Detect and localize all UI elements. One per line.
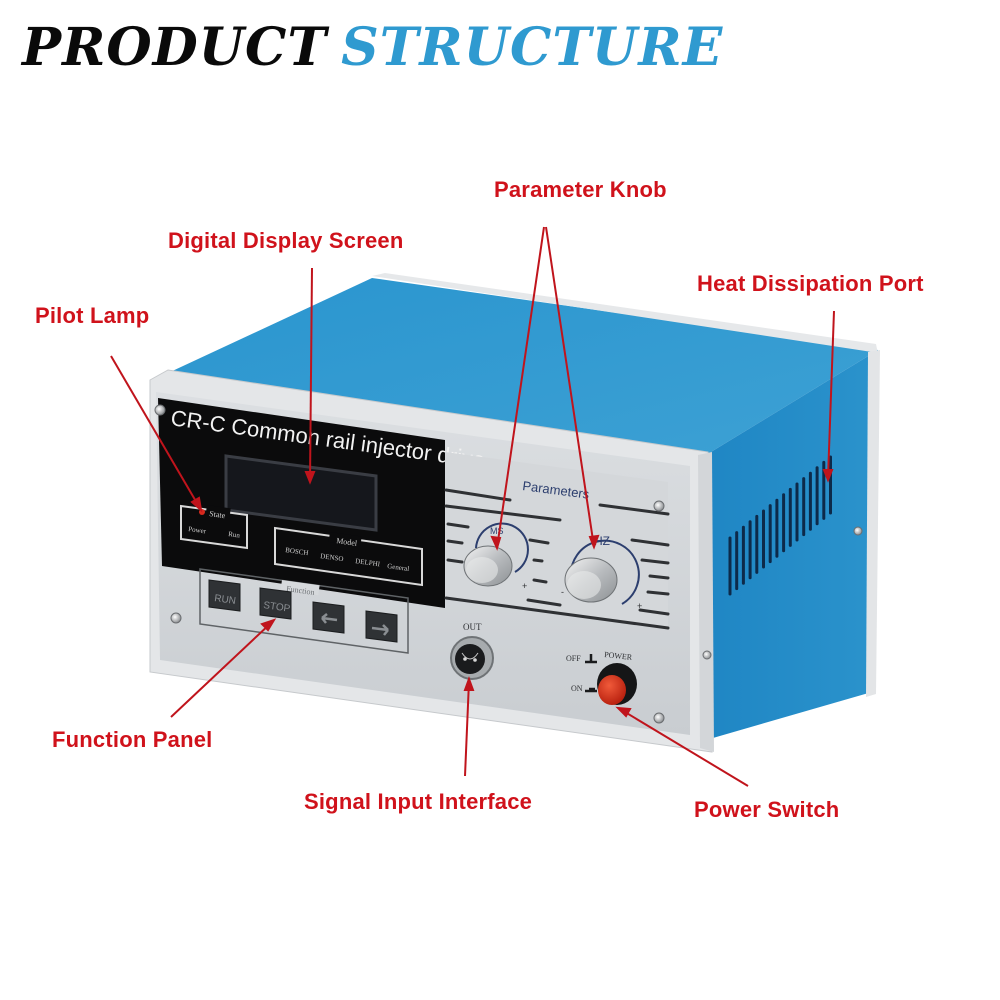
power-off-label: OFF (566, 654, 581, 663)
leader-signal-input (464, 680, 470, 777)
state-indicator-power: Power (188, 525, 207, 536)
power-switch-button[interactable] (597, 663, 637, 705)
screw-icon (853, 526, 863, 536)
signal-input-port[interactable] (450, 636, 494, 680)
callout-signal-input-interface: Signal Input Interface (304, 789, 533, 814)
knob-hz-plus: + (637, 601, 642, 611)
title-word-structure: STRUCTURE (341, 17, 724, 78)
model-label: Model (336, 536, 359, 548)
model-option-denso: DENSO (320, 552, 344, 563)
leader-power-switch (619, 708, 749, 787)
arrow-left-icon (321, 613, 338, 624)
leader-function-panel (170, 621, 273, 718)
arrowhead-icon (190, 496, 203, 513)
leader-pilot-lamp (110, 355, 202, 511)
arrowhead-icon (822, 469, 834, 483)
callout-digital-display-screen: Digital Display Screen (168, 228, 404, 253)
case-side (706, 350, 878, 740)
arrow-right-icon (371, 624, 389, 636)
arrowhead-icon (304, 471, 316, 485)
function-group-frame (199, 568, 409, 654)
state-label: State (209, 509, 227, 520)
case-side-rim (866, 350, 880, 697)
function-button-stop[interactable]: STOP (259, 587, 292, 620)
case-top-rim-back (372, 273, 878, 354)
screw-icon (702, 650, 712, 660)
model-option-general: General (387, 562, 410, 573)
parameter-knob-ms[interactable] (463, 522, 529, 587)
callout-parameter-knob: Parameter Knob (494, 177, 667, 202)
callout-pilot-lamp: Pilot Lamp (35, 303, 150, 328)
screw-icon (653, 712, 665, 724)
title-word-product: PRODUCT (22, 17, 328, 78)
function-button-right[interactable] (365, 610, 398, 643)
on-state-icon (585, 687, 597, 693)
callout-function-panel: Function Panel (52, 727, 213, 752)
arrowhead-icon (463, 676, 475, 691)
arrowhead-icon (260, 618, 277, 632)
model-option-delphi: DELPHI (355, 557, 381, 568)
model-group-frame (274, 526, 423, 587)
arrowhead-icon (490, 535, 502, 551)
state-indicator-run: Run (228, 530, 241, 540)
callout-heat-dissipation-port: Heat Dissipation Port (697, 271, 924, 296)
arrowhead-icon (588, 534, 600, 550)
model-option-bosch: BOSCH (285, 546, 309, 557)
power-switch-label: POWER (604, 650, 633, 662)
stop-button-label: STOP (263, 600, 292, 615)
knob-hz-minus: - (561, 587, 564, 597)
arrowhead-icon (615, 706, 632, 718)
out-port-label: OUT (463, 622, 482, 632)
heat-dissipation-port (728, 455, 832, 596)
off-state-icon (585, 654, 597, 664)
screw-icon (170, 612, 182, 624)
leader-parameter-knob-ms (496, 226, 545, 549)
leader-parameter-knob-hz (545, 226, 595, 548)
knob-ms-plus: + (522, 581, 527, 591)
leader-digital-display (309, 267, 313, 483)
function-button-run[interactable]: RUN (208, 579, 241, 612)
callout-leader-lines (110, 226, 835, 787)
function-button-left[interactable] (312, 601, 345, 634)
knob-ms-label: MS (490, 526, 504, 536)
power-on-label: ON (571, 684, 583, 693)
run-button-label: RUN (214, 593, 237, 607)
parameter-knob-hz[interactable] (564, 539, 640, 605)
screw-icon (653, 500, 665, 512)
callout-power-switch: Power Switch (694, 797, 840, 822)
front-bezel-edge (698, 452, 714, 752)
screw-icon (154, 404, 166, 416)
leader-heat-dissipation (827, 310, 835, 479)
function-label: Function (286, 584, 315, 597)
digital-display-screen (224, 454, 378, 532)
